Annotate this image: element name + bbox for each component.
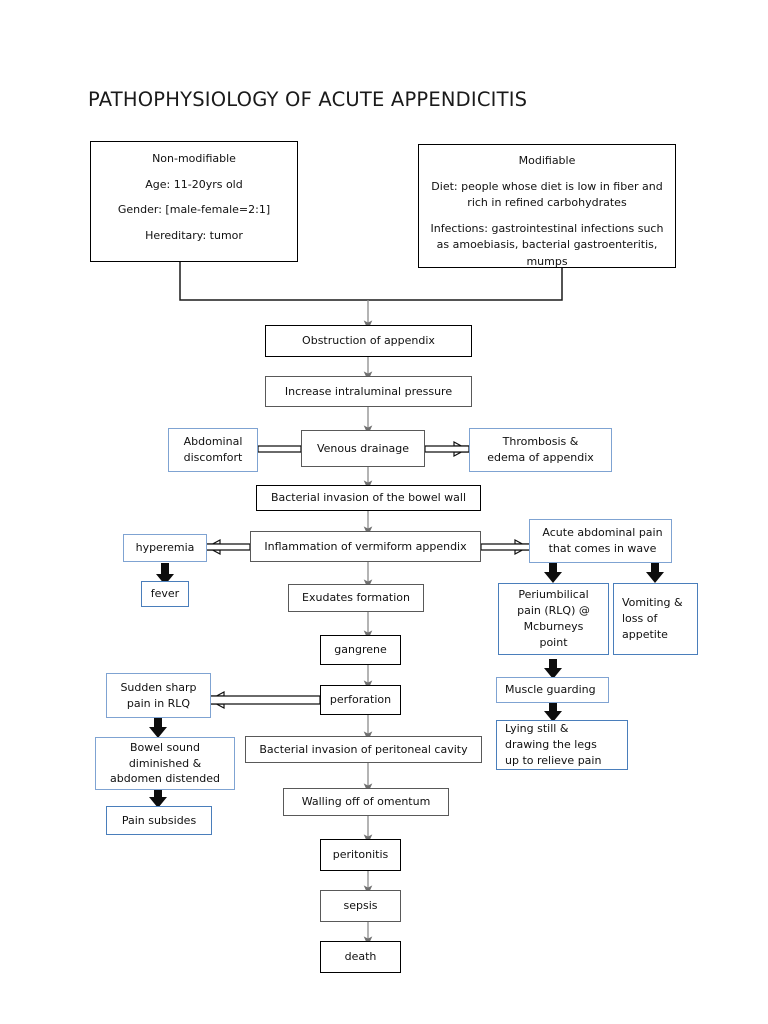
block-arrow-acute-to-vomiting [646, 563, 664, 583]
node-periumbilical-pain: Periumbilical pain (RLQ) @ Mcburneys poi… [498, 583, 609, 655]
node-intraluminal-pressure: Increase intraluminal pressure [265, 376, 472, 407]
node-walling-off-omentum: Walling off of omentum [283, 788, 449, 816]
card-modifiable: Modifiable Diet: people whose diet is lo… [418, 144, 676, 268]
node-thrombosis: Thrombosis & edema of appendix [469, 428, 612, 472]
node-hyperemia: hyperemia [123, 534, 207, 562]
node-death: death [320, 941, 401, 973]
non-modifiable-gender: Gender: [male-female=2:1] [117, 203, 271, 216]
edge-perforation-to-sudden-sharp-pain [206, 691, 321, 709]
block-arrow-periumbilical-to-muscle-guarding [544, 659, 562, 679]
node-inflammation: Inflammation of vermiform appendix [250, 531, 481, 562]
block-arrow-acute-to-periumbilical [544, 563, 562, 583]
non-modifiable-hereditary: Hereditary: tumor [145, 228, 243, 242]
node-obstruction: Obstruction of appendix [265, 325, 472, 357]
modifiable-infections: Infections: gastrointestinal infections … [430, 221, 664, 268]
edge-inflammation-to-hyperemia [204, 538, 251, 556]
card-non-modifiable: Non-modifiable Age: 11-20yrs old Gender:… [90, 141, 298, 262]
node-acute-abdominal-pain: Acute abdominal pain that comes in wave [529, 519, 672, 563]
node-peritonitis: peritonitis [320, 839, 401, 871]
node-fever: fever [141, 581, 189, 607]
node-bowel-sound: Bowel sound diminished & abdomen distend… [95, 737, 235, 790]
node-perforation: perforation [320, 685, 401, 715]
non-modifiable-age: Age: 11-20yrs old [145, 177, 243, 191]
block-arrow-sudden-pain-to-bowel-sound [149, 718, 167, 738]
node-gangrene: gangrene [320, 635, 401, 665]
node-exudates-formation: Exudates formation [288, 584, 424, 612]
node-venous-drainage: Venous drainage [301, 430, 425, 467]
page-title: PATHOPHYSIOLOGY OF ACUTE APPENDICITIS [88, 88, 528, 111]
node-sudden-sharp-pain: Sudden sharp pain in RLQ [106, 673, 211, 718]
edge-inflammation-to-acute-pain [480, 538, 531, 556]
node-pain-subsides: Pain subsides [106, 806, 212, 835]
non-modifiable-heading: Non-modifiable [152, 152, 236, 165]
modifiable-diet: Diet: people whose diet is low in fiber … [431, 179, 663, 210]
node-sepsis: sepsis [320, 890, 401, 922]
node-lying-still: Lying still & drawing the legs up to rel… [496, 720, 628, 770]
edge-venous-to-thrombosis [424, 440, 470, 458]
node-bacterial-invasion-bowel-wall: Bacterial invasion of the bowel wall [256, 485, 481, 511]
node-bacterial-invasion-peritoneal: Bacterial invasion of peritoneal cavity [245, 736, 482, 763]
node-abdominal-discomfort: Abdominal discomfort [168, 428, 258, 472]
node-vomiting: Vomiting & loss of appetite [613, 583, 698, 655]
node-muscle-guarding: Muscle guarding [496, 677, 609, 703]
modifiable-heading: Modifiable [518, 154, 576, 167]
